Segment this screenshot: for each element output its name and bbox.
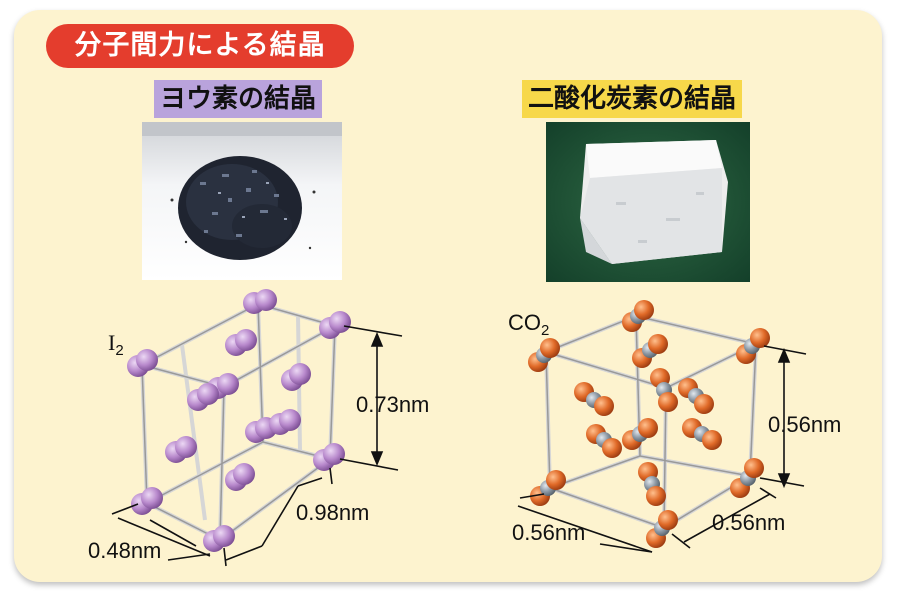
co2-molecule [586, 424, 622, 458]
co2-width-label: 0.56nm [712, 510, 785, 535]
iodine-atom [323, 443, 345, 465]
iodine-atom [329, 311, 351, 333]
iodine-caption: ヨウ素の結晶 [154, 80, 323, 118]
iodine-depth-label: 0.98nm [296, 500, 369, 525]
iodine-atom [136, 349, 158, 371]
co2-depth-label: 0.56nm [512, 520, 585, 545]
iodine-atom [233, 463, 255, 485]
co2-molecule [736, 328, 770, 364]
co2-molecule [638, 462, 666, 506]
iodine-atom [217, 373, 239, 395]
co2-dimension-lines [517, 345, 807, 553]
co2-molecule [528, 338, 560, 372]
co2-height-label: 0.56nm [768, 412, 841, 437]
co2-molecule [622, 300, 654, 332]
iodine-dimension-lines [111, 325, 403, 567]
iodine-atom [175, 436, 197, 458]
co2-molecule [530, 470, 566, 506]
iodine-atom [235, 329, 257, 351]
co2-molecule [622, 418, 658, 450]
co2-formula: CO2 [508, 310, 549, 339]
title-banner: 分子間力による結晶 [46, 24, 354, 68]
iodine-molecules [127, 289, 351, 552]
iodine-atom [279, 409, 301, 431]
co2-molecule [632, 334, 668, 368]
iodine-formula: I2 [108, 330, 124, 359]
dry-ice-photo [546, 122, 750, 282]
co2-molecules [528, 300, 770, 548]
co2-molecule [574, 382, 614, 416]
co2-molecule [730, 458, 764, 498]
iodine-atom [141, 487, 163, 509]
iodine-width-label: 0.48nm [88, 538, 161, 563]
co2-molecule [678, 378, 714, 414]
iodine-atom [255, 289, 277, 311]
co2-caption: 二酸化炭素の結晶 [522, 80, 743, 118]
iodine-atom [213, 525, 235, 547]
iodine-atom [289, 363, 311, 385]
co2-molecule [646, 510, 678, 548]
iodine-atom [197, 383, 219, 405]
iodine-height-label: 0.73nm [356, 392, 429, 417]
co2-molecule [650, 368, 678, 412]
co2-molecule [682, 418, 722, 450]
iodine-crystal-photo [142, 122, 342, 280]
